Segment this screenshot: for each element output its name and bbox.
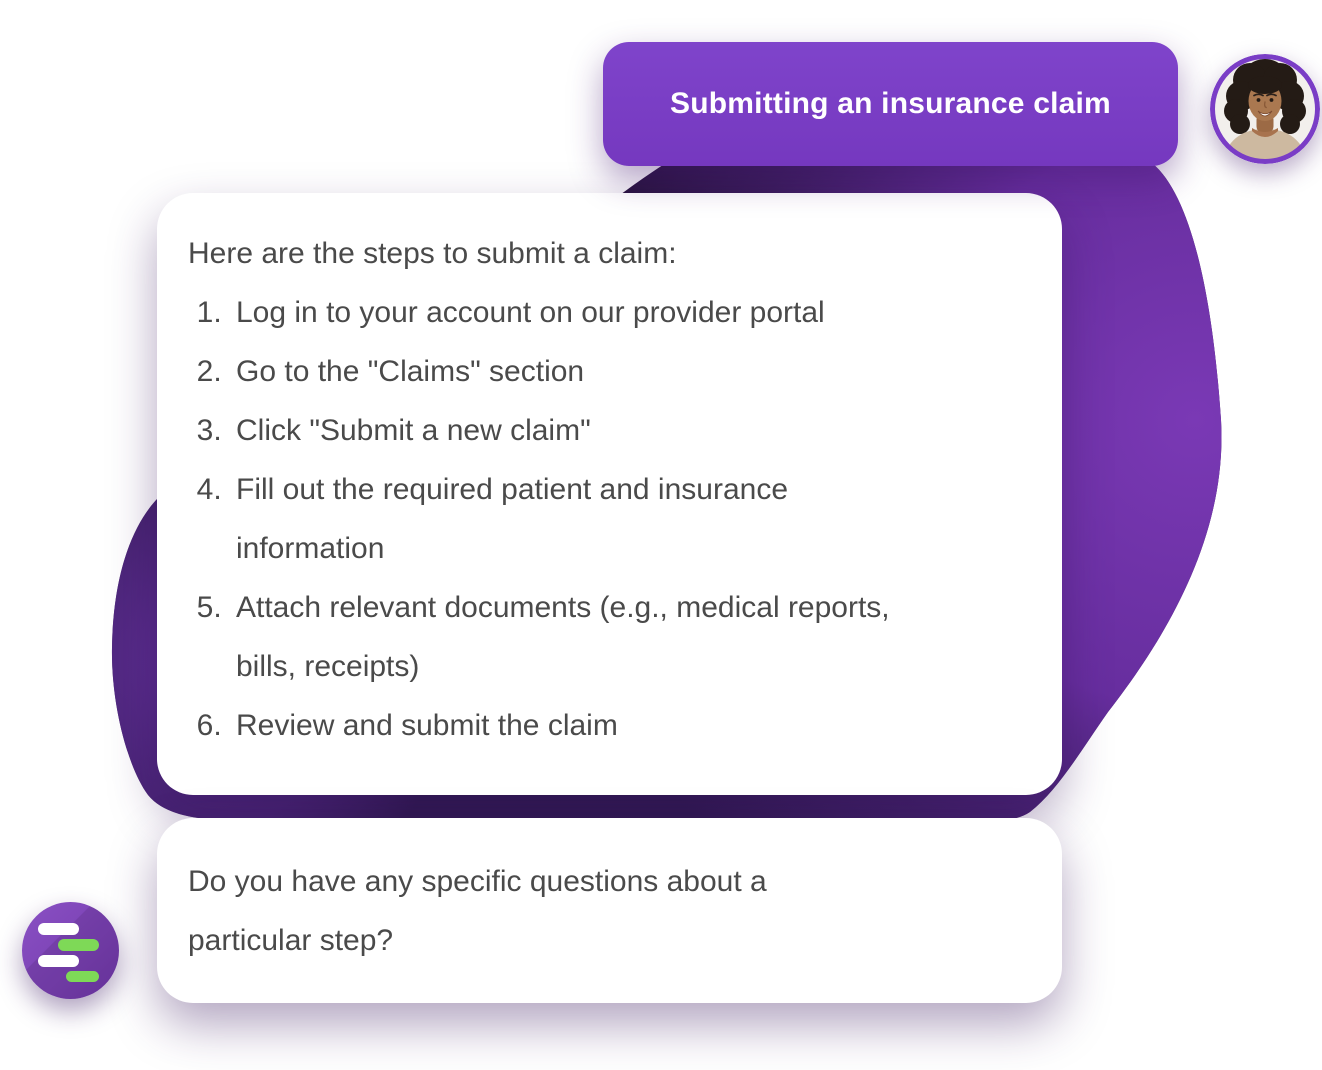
step-item-1: Log in to your account on our provider p… [230,283,920,342]
followup-question-text: Do you have any specific questions about… [188,865,767,957]
step-item-2: Go to the "Claims" section [230,342,920,401]
step-item-5: Attach relevant documents (e.g., medical… [230,578,920,696]
step-item-4: Fill out the required patient and insura… [230,460,920,578]
steps-intro-text: Here are the steps to submit a claim: [188,237,677,270]
bot-message-steps-card: Here are the steps to submit a claim: Lo… [157,193,1062,795]
step-item-6: Review and submit the claim [230,696,920,755]
user-message-text: Submitting an insurance claim [670,87,1111,120]
bot-avatar [22,902,119,999]
step-item-3: Click "Submit a new claim" [230,401,920,460]
steps-list: Log in to your account on our provider p… [188,283,920,755]
user-avatar [1210,54,1320,164]
woman-portrait-icon [1210,54,1320,164]
user-message-bubble: Submitting an insurance claim [603,42,1178,166]
chat-lines-logo-icon [22,902,119,999]
bot-message-question-card: Do you have any specific questions about… [157,818,1062,1003]
